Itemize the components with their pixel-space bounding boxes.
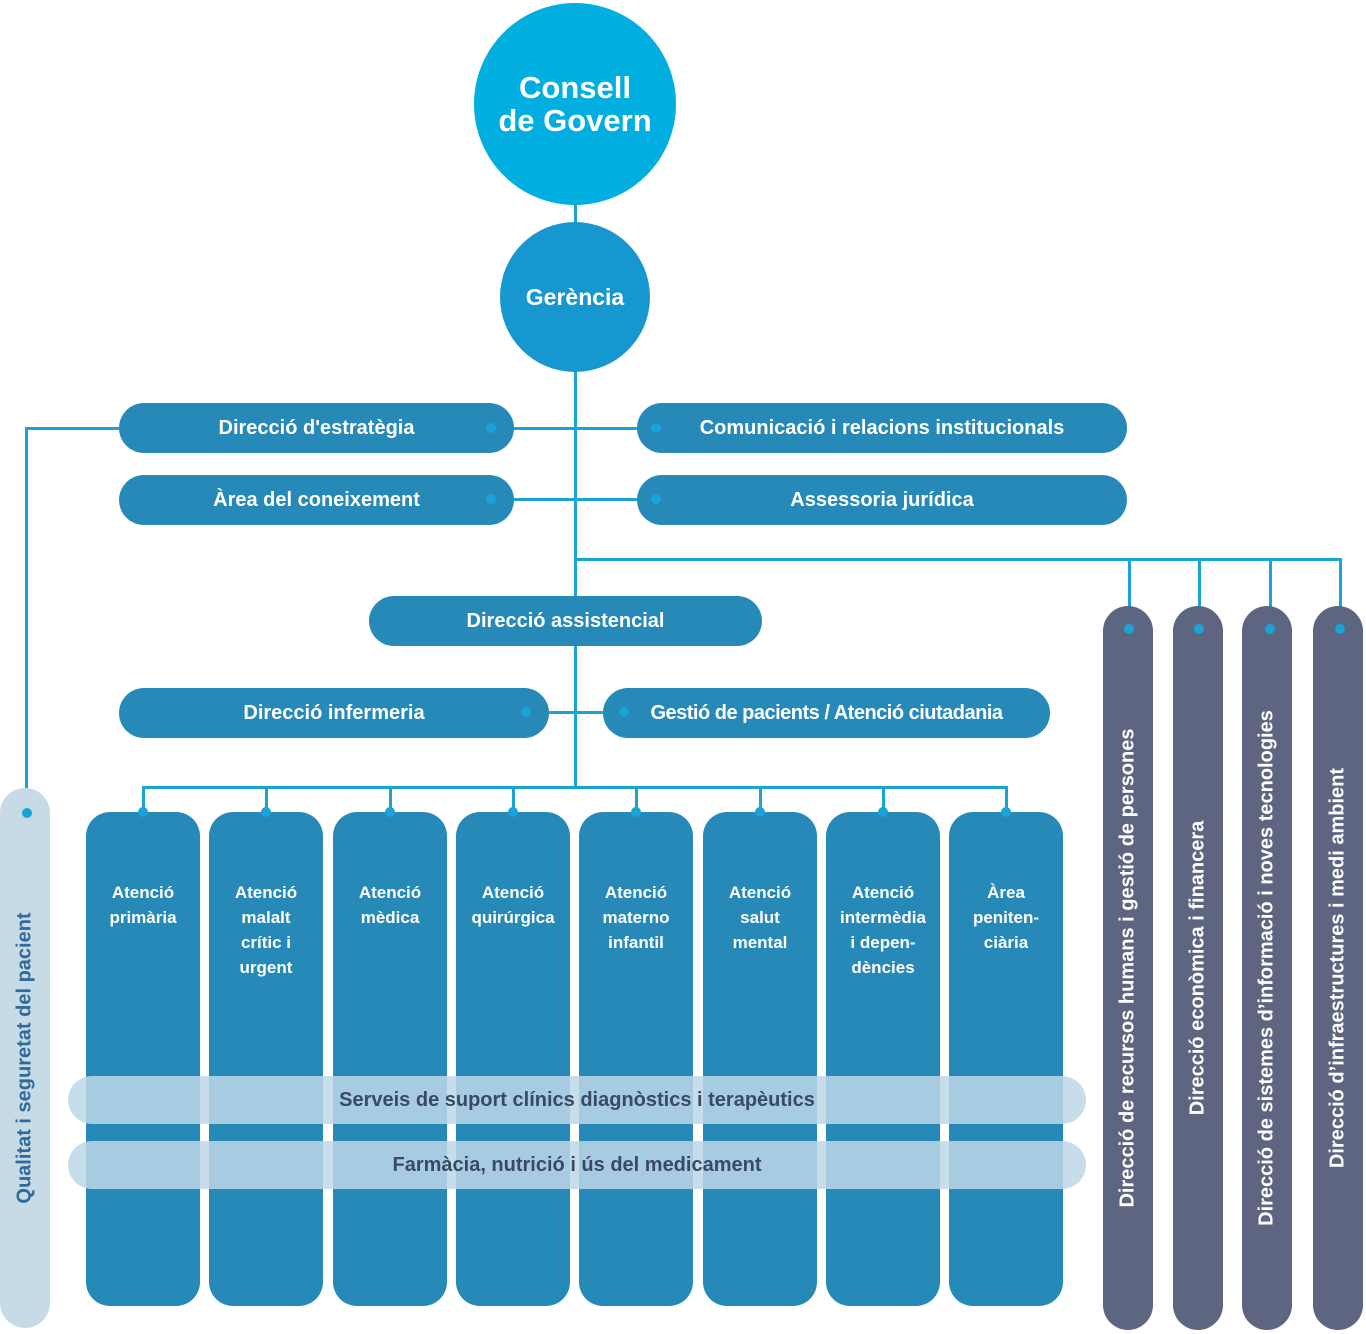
- right-dot-top-4: [1335, 624, 1345, 634]
- direccio-rrhh-bar: Direcció de recursos humans i gestió de …: [1103, 606, 1153, 1330]
- coneixement-connector: [490, 498, 660, 501]
- area-dot-1: [138, 807, 148, 817]
- area-column-3: [333, 812, 447, 1306]
- trunk-top: [574, 200, 577, 230]
- area-column-5: [579, 812, 693, 1306]
- area-label-salut-mental: Atenció salut mental: [728, 883, 792, 952]
- qualitat-seguretat-bar: Qualitat i seguretat del pacient: [0, 788, 50, 1328]
- right-drop-1: [1128, 558, 1131, 630]
- area-label-intermedia: Atenció intermèdia i depen- dències: [840, 883, 926, 977]
- area-label-materno-infantil: Atenció materno infantil: [602, 883, 670, 952]
- quality-connector-h: [25, 427, 125, 430]
- area-column-6: [703, 812, 817, 1306]
- estrategia-connector: [490, 427, 660, 430]
- infermeria-dot: [521, 707, 531, 717]
- area-column-8: [949, 812, 1063, 1306]
- area-column-2: [209, 812, 323, 1306]
- gestio-pacients-pill: Gestió de pacients / Atenció ciutadania: [603, 688, 1050, 738]
- area-label-primaria: Atenció primària: [109, 883, 177, 927]
- direccio-infraestructures-label: Direcció d’infraestructures i medi ambie…: [1326, 767, 1349, 1169]
- area-drop-3: [389, 786, 392, 816]
- area-label-critic-urgent: Atenció malalt crític i urgent: [234, 883, 298, 977]
- right-drop-4: [1339, 558, 1342, 630]
- right-branch-h: [574, 558, 1342, 561]
- right-dot-top-3: [1265, 624, 1275, 634]
- gestio-dot: [619, 707, 629, 717]
- area-dot-3: [385, 807, 395, 817]
- right-drop-2: [1198, 558, 1201, 630]
- area-column-1: [86, 812, 200, 1306]
- direccio-sistemes-bar: Direcció de sistemes d’informació i nove…: [1242, 606, 1292, 1330]
- area-dot-4: [508, 807, 518, 817]
- area-dot-7: [878, 807, 888, 817]
- areas-branch-h: [142, 786, 1007, 789]
- quality-dot: [22, 808, 32, 818]
- right-dot-top-1: [1124, 624, 1134, 634]
- area-dot-5: [631, 807, 641, 817]
- juridica-dot: [651, 494, 661, 504]
- area-dot-8: [1001, 807, 1011, 817]
- trunk-main: [574, 370, 577, 788]
- direccio-economica-bar: Direcció econòmica i financera: [1173, 606, 1223, 1330]
- direccio-economica-label: Direcció econòmica i financera: [1186, 820, 1209, 1116]
- area-column-4: [456, 812, 570, 1306]
- coneixement-dot: [486, 494, 496, 504]
- farmacia-band: Farmàcia, nutrició i ús del medicament: [68, 1141, 1086, 1189]
- area-drop-4: [512, 786, 515, 816]
- gerencia-node: Gerència: [500, 222, 650, 372]
- comunicacio-dot: [651, 423, 661, 433]
- direccio-assistencial-pill: Direcció assistencial: [369, 596, 762, 646]
- area-label-quirurgica: Atenció quirúrgica: [471, 883, 555, 927]
- infermeria-connector: [525, 711, 625, 714]
- area-dot-2: [261, 807, 271, 817]
- area-coneixement-pill: Àrea del coneixement: [119, 475, 514, 525]
- area-drop-8: [1005, 786, 1008, 816]
- area-label-medica: Atenció mèdica: [358, 883, 422, 927]
- comunicacio-pill: Comunicació i relacions institucionals: [637, 403, 1127, 453]
- area-drop-6: [759, 786, 762, 816]
- area-drop-5: [635, 786, 638, 816]
- serveis-suport-band: Serveis de suport clínics diagnòstics i …: [68, 1076, 1086, 1124]
- direccio-infermeria-pill: Direcció infermeria: [119, 688, 549, 738]
- right-drop-3: [1269, 558, 1272, 630]
- direccio-sistemes-label: Direcció de sistemes d’informació i nove…: [1255, 710, 1278, 1226]
- direccio-rrhh-label: Direcció de recursos humans i gestió de …: [1116, 728, 1139, 1208]
- area-drop-7: [882, 786, 885, 816]
- consell-de-govern-label: Consell de Govern: [498, 70, 652, 138]
- direccio-estrategia-pill: Direcció d'estratègia: [119, 403, 514, 453]
- estrategia-dot: [486, 423, 496, 433]
- right-dot-top-2: [1194, 624, 1204, 634]
- area-drop-1: [142, 786, 145, 816]
- quality-connector-v: [25, 427, 28, 813]
- assessoria-juridica-pill: Assessoria jurídica: [637, 475, 1127, 525]
- qualitat-seguretat-label: Qualitat i seguretat del pacient: [13, 912, 36, 1204]
- gerencia-label: Gerència: [525, 283, 625, 310]
- area-drop-2: [265, 786, 268, 816]
- consell-de-govern-node: Consell de Govern: [474, 3, 676, 205]
- area-label-penitenciaria: Àrea peniten- ciària: [972, 883, 1040, 952]
- direccio-infraestructures-bar: Direcció d’infraestructures i medi ambie…: [1313, 606, 1363, 1330]
- area-column-7: [826, 812, 940, 1306]
- area-dot-6: [755, 807, 765, 817]
